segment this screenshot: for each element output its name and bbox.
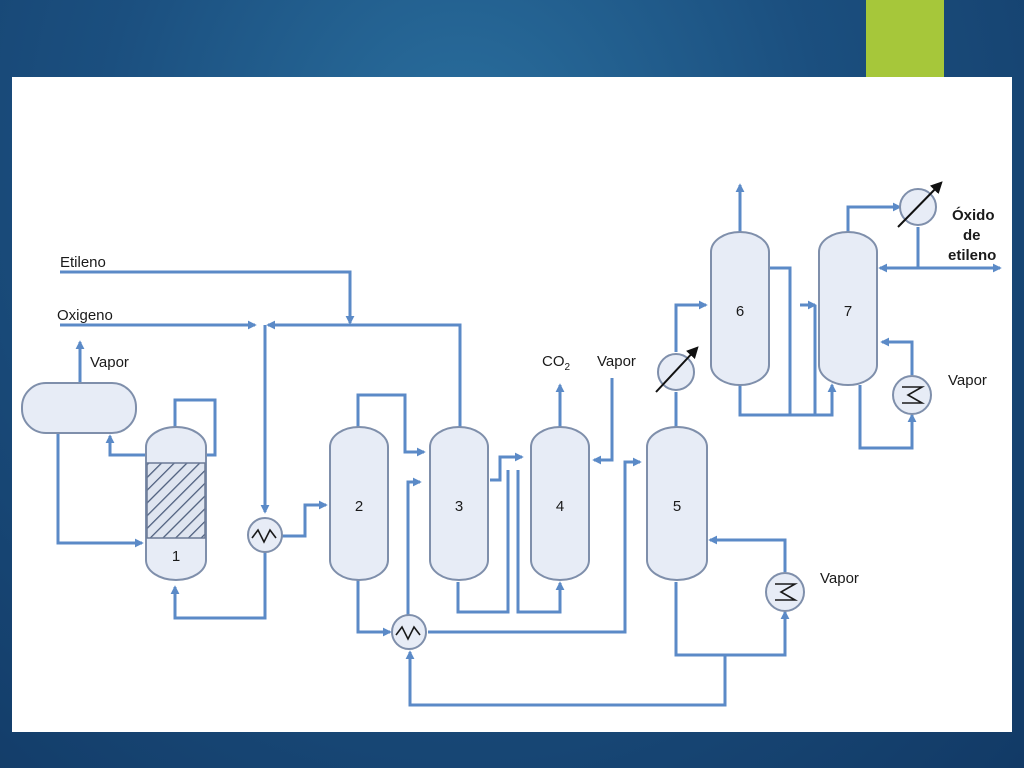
pipe-drum-to-reactor bbox=[56, 430, 144, 548]
vessels bbox=[21, 231, 878, 581]
label-vapor-top-left: Vapor bbox=[90, 354, 129, 371]
steam-drum bbox=[21, 382, 137, 434]
process-flow-diagram: Etileno Oxigeno Vapor CO2 Vapor Vapor Va… bbox=[21, 181, 1002, 707]
cooler-column-5 bbox=[655, 346, 699, 393]
pipe-hx2-to-col3 bbox=[406, 477, 422, 615]
heat-exchanger-1 bbox=[247, 517, 283, 553]
pipe-col3-to-col4 bbox=[490, 452, 524, 482]
pipes bbox=[56, 183, 1002, 707]
pipe-col7-top bbox=[846, 202, 902, 232]
pipe-reboiler7-to-col7 bbox=[880, 337, 914, 375]
label-etileno: Etileno bbox=[60, 254, 106, 271]
column-7 bbox=[818, 231, 878, 386]
pipe-cooler-to-col6 bbox=[674, 300, 708, 352]
slide-panel: Etileno Oxigeno Vapor CO2 Vapor Vapor Va… bbox=[12, 77, 1012, 732]
pipe-vapor-mid bbox=[592, 378, 614, 465]
column-3 bbox=[429, 426, 489, 581]
column-2 bbox=[329, 426, 389, 581]
label-vapor-mid: Vapor bbox=[597, 353, 636, 370]
label-vapor-col7: Vapor bbox=[948, 372, 987, 389]
pipe-reactor-to-drum bbox=[105, 398, 217, 457]
unit-number-5: 5 bbox=[673, 498, 681, 515]
pipe-reactor-bottom bbox=[170, 552, 267, 620]
pipe-reboiler5-to-col5 bbox=[708, 535, 787, 572]
pipe-col6-to-col7 bbox=[770, 266, 817, 417]
pipe-etileno bbox=[60, 270, 355, 325]
cooler-column-7 bbox=[897, 181, 943, 228]
unit-number-6: 6 bbox=[736, 303, 744, 320]
column-4 bbox=[530, 426, 590, 581]
pipe-col4-bottom bbox=[516, 470, 565, 614]
label-vapor-col5: Vapor bbox=[820, 570, 859, 587]
column-6 bbox=[710, 231, 770, 386]
unit-number-7: 7 bbox=[844, 303, 852, 320]
label-co2: CO2 bbox=[542, 353, 571, 373]
label-product-line2: de bbox=[963, 227, 981, 244]
unit-number-3: 3 bbox=[455, 498, 463, 515]
pipe-col5-bottom bbox=[674, 582, 790, 657]
unit-number-4: 4 bbox=[556, 498, 564, 515]
heat-exchanger-2 bbox=[391, 614, 427, 650]
reactor-1-catalyst-bed bbox=[146, 462, 206, 539]
pipe-return-bottom bbox=[405, 650, 727, 707]
pipe-col2-to-col3 bbox=[356, 393, 426, 457]
pipe-col7-bottom bbox=[858, 385, 917, 450]
unit-number-1: 1 bbox=[172, 548, 180, 565]
reboiler-column-7 bbox=[892, 375, 932, 415]
heat-exchanger-icon bbox=[395, 625, 421, 641]
pipe-hx2-to-col5 bbox=[428, 457, 642, 634]
reboiler-icon bbox=[775, 583, 799, 601]
pipe-col2-bottom bbox=[356, 578, 392, 637]
label-oxigeno: Oxigeno bbox=[57, 307, 113, 324]
label-product-line3: etileno bbox=[948, 247, 996, 264]
accent-square bbox=[866, 0, 944, 78]
heat-exchanger-icon bbox=[251, 528, 277, 544]
pipe-recycle-top bbox=[266, 320, 462, 430]
pipe-cooler7-down bbox=[878, 227, 920, 273]
label-product-line1: Óxido bbox=[952, 206, 995, 224]
pipe-hx1-to-col2 bbox=[282, 500, 328, 538]
pipe-col6-bottom bbox=[738, 383, 837, 417]
cooler-icon bbox=[655, 346, 699, 393]
pipe-col3-bottom bbox=[456, 470, 510, 614]
reboiler-column-5 bbox=[765, 572, 805, 612]
column-5 bbox=[646, 426, 708, 581]
cooler-icon bbox=[897, 181, 943, 228]
unit-number-2: 2 bbox=[355, 498, 363, 515]
reboiler-icon bbox=[902, 386, 926, 404]
